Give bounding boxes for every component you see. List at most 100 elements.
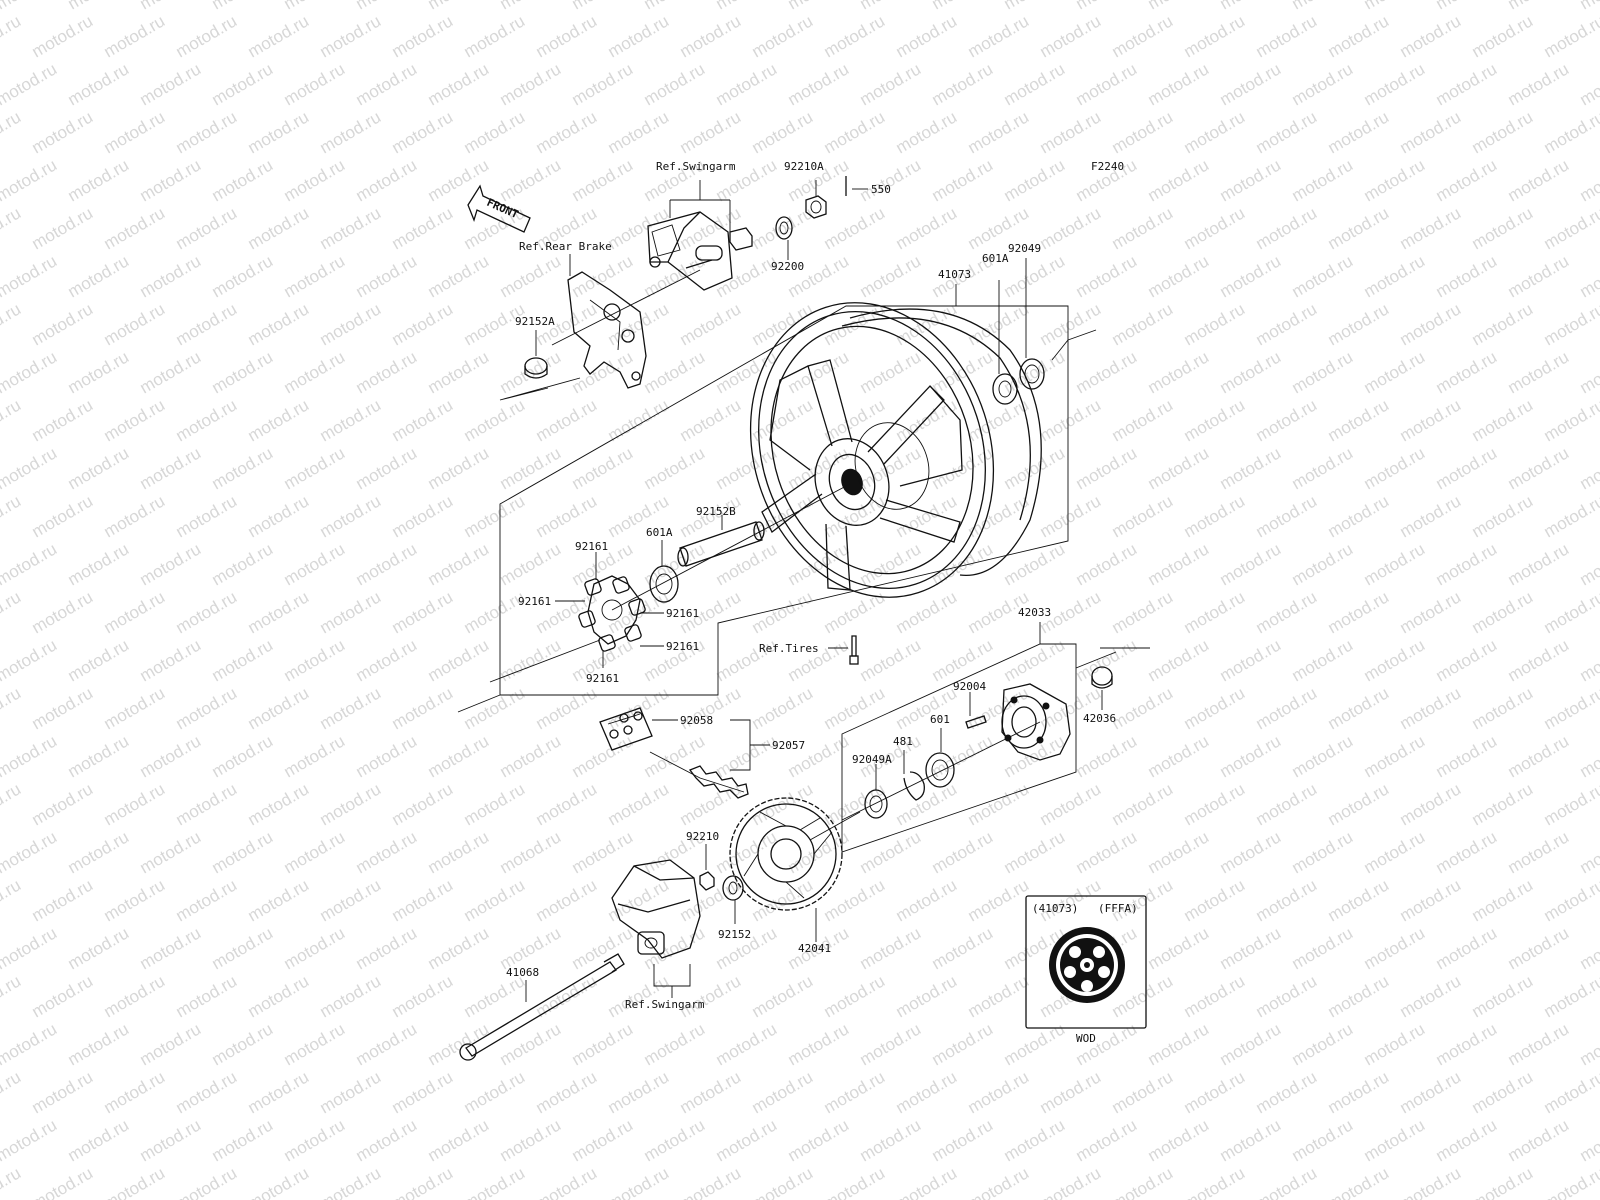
watermark-text: motod.ru — [1109, 1067, 1177, 1117]
watermark-text: motod.ru — [677, 299, 745, 349]
watermark-text: motod.ru — [1073, 251, 1141, 301]
watermark-text: motod.ru — [29, 491, 97, 541]
watermark-text: motod.ru — [1037, 779, 1105, 829]
watermark-text: motod.ru — [29, 299, 97, 349]
label-481: 481 — [893, 735, 913, 748]
watermark-text: motod.ru — [0, 1067, 24, 1117]
watermark-text: motod.ru — [785, 0, 853, 13]
watermark-text: motod.ru — [1361, 731, 1429, 781]
watermark-text: motod.ru — [1361, 1115, 1429, 1165]
tire-valve — [849, 635, 859, 665]
label-92049A: 92049A — [852, 753, 892, 766]
watermark-text: motod.ru — [1145, 443, 1213, 493]
watermark-text: motod.ru — [929, 731, 997, 781]
watermark-text: motod.ru — [65, 635, 133, 685]
watermark-text: motod.ru — [1181, 203, 1249, 253]
watermark-text: motod.ru — [29, 11, 97, 61]
watermark-text: motod.ru — [281, 635, 349, 685]
watermark-text: motod.ru — [821, 203, 889, 253]
watermark-text: motod.ru — [0, 203, 24, 253]
watermark-text: motod.ru — [533, 683, 601, 733]
watermark-text: motod.ru — [209, 155, 277, 205]
figure-code: F2240 — [1091, 160, 1124, 173]
watermark-text: motod.ru — [713, 251, 781, 301]
watermark-text: motod.ru — [1361, 59, 1429, 109]
watermark-text: motod.ru — [641, 347, 709, 397]
watermark-text: motod.ru — [1073, 0, 1141, 13]
watermark-text: motod.ru — [1469, 107, 1537, 157]
watermark-text: motod.ru — [1253, 683, 1321, 733]
watermark-text: motod.ru — [0, 827, 60, 877]
watermark-text: motod.ru — [929, 347, 997, 397]
watermark-text: motod.ru — [1145, 59, 1213, 109]
watermark-text: motod.ru — [641, 1115, 709, 1165]
watermark-text: motod.ru — [1145, 155, 1213, 205]
watermark-text: motod.ru — [713, 59, 781, 109]
watermark-text: motod.ru — [461, 683, 529, 733]
watermark-text: motod.ru — [1109, 395, 1177, 445]
watermark-text: motod.ru — [1433, 539, 1501, 589]
watermark-text: motod.ru — [245, 491, 313, 541]
watermark-text: motod.ru — [857, 251, 925, 301]
watermark-text: motod.ru — [29, 587, 97, 637]
watermark-text: motod.ru — [1217, 347, 1285, 397]
watermark-text: motod.ru — [353, 539, 421, 589]
watermark-text: motod.ru — [317, 203, 385, 253]
watermark-text: motod.ru — [1505, 923, 1573, 973]
watermark-text: motod.ru — [65, 539, 133, 589]
watermark-text: motod.ru — [1181, 1067, 1249, 1117]
watermark-text: motod.ru — [785, 539, 853, 589]
watermark-text: motod.ru — [497, 827, 565, 877]
watermark-text: motod.ru — [893, 587, 961, 637]
watermark-text: motod.ru — [533, 491, 601, 541]
watermark-text: motod.ru — [605, 587, 673, 637]
watermark-text: motod.ru — [0, 251, 60, 301]
bearing-601A-left — [649, 565, 679, 603]
watermark-text: motod.ru — [1109, 299, 1177, 349]
watermark-text: motod.ru — [641, 1019, 709, 1069]
watermark-text: motod.ru — [1505, 155, 1573, 205]
watermark-text: motod.ru — [1181, 491, 1249, 541]
watermark-text: motod.ru — [1181, 299, 1249, 349]
watermark-text: motod.ru — [1361, 443, 1429, 493]
label-92004: 92004 — [953, 680, 986, 693]
watermark-text: motod.ru — [1361, 251, 1429, 301]
watermark-text: motod.ru — [425, 59, 493, 109]
rear-wheel-41073 — [749, 302, 1042, 598]
watermark-text: motod.ru — [677, 779, 745, 829]
watermark-text: motod.ru — [389, 971, 457, 1021]
watermark-text: motod.ru — [713, 731, 781, 781]
watermark-text: motod.ru — [533, 11, 601, 61]
watermark-text: motod.ru — [1181, 971, 1249, 1021]
watermark-text: motod.ru — [317, 683, 385, 733]
watermark-text: motod.ru — [173, 491, 241, 541]
watermark-text: motod.ru — [29, 971, 97, 1021]
watermark-text: motod.ru — [1253, 491, 1321, 541]
watermark-text: motod.ru — [281, 155, 349, 205]
watermark-text: motod.ru — [317, 491, 385, 541]
watermark-text: motod.ru — [353, 347, 421, 397]
watermark-text: motod.ru — [101, 299, 169, 349]
watermark-text: motod.ru — [1181, 11, 1249, 61]
watermark-text: motod.ru — [677, 11, 745, 61]
watermark-text: motod.ru — [857, 0, 925, 13]
label-42036: 42036 — [1083, 712, 1116, 725]
watermark-text: motod.ru — [857, 923, 925, 973]
label-ref-tires: Ref.Tires — [759, 642, 819, 655]
watermark-text: motod.ru — [1361, 827, 1429, 877]
watermark-text: motod.ru — [1361, 923, 1429, 973]
watermark-text: motod.ru — [245, 875, 313, 925]
label-92057: 92057 — [772, 739, 805, 752]
watermark-text: motod.ru — [1325, 491, 1393, 541]
watermark-text: motod.ru — [0, 1019, 60, 1069]
watermark-text: motod.ru — [1325, 971, 1393, 1021]
watermark-text: motod.ru — [641, 923, 709, 973]
inset-title-right: (FFFA) — [1098, 902, 1138, 915]
watermark-text: motod.ru — [569, 731, 637, 781]
watermark-text: motod.ru — [173, 779, 241, 829]
watermark-text: motod.ru — [1037, 203, 1105, 253]
watermark-text: motod.ru — [929, 155, 997, 205]
watermark-text: motod.ru — [497, 731, 565, 781]
label-92152A: 92152A — [515, 315, 555, 328]
watermark-text: motod.ru — [749, 1067, 817, 1117]
